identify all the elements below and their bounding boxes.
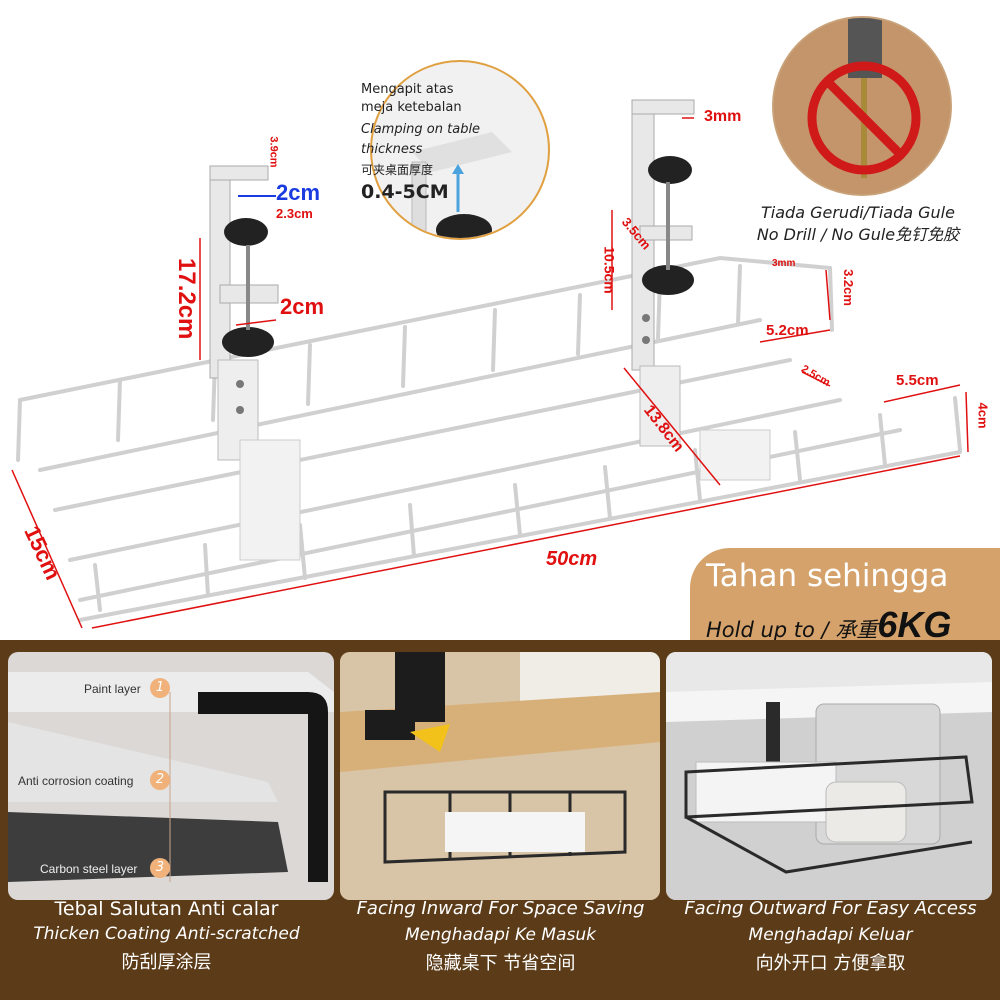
clamp-callout-line4: thickness — [361, 142, 423, 157]
caption-inward: Facing Inward For Space Saving Menghadap… — [334, 898, 667, 975]
caption-inward-zh: 隐藏桌下 节省空间 — [425, 953, 576, 974]
caption-coating-ms: Tebal Salutan Anti calar — [54, 898, 279, 920]
capacity-value: 6KG — [877, 604, 952, 645]
length-label: 50cm — [546, 548, 598, 570]
capacity-line1: Tahan sehingga — [706, 558, 949, 594]
inward-install-photo — [340, 652, 660, 900]
outward-install-photo — [666, 652, 992, 900]
clamp-callout-line3: Clamping on table — [361, 122, 481, 137]
coating-layers-panel: Paint layer 1 Anti corrosion coating 2 C… — [8, 652, 334, 900]
product-diagram-area: 17.2cm 3.9cm 2cm 2.3cm 2cm 15cm 50cm 3mm… — [11, 16, 1000, 645]
spacing-5-5-label: 5.5cm — [896, 372, 939, 389]
inward-install-illustration — [340, 652, 660, 900]
left-clamp — [209, 165, 301, 561]
clamp-jaw-blue-label: 2cm — [276, 180, 321, 205]
capacity-prefix: Hold up to / 承重 — [706, 618, 878, 642]
capacity-line2: Hold up to / 承重6KG — [706, 604, 951, 646]
clamp-callout-line1: Mengapit atas — [361, 82, 454, 97]
clamp-thickness-callout — [370, 60, 550, 240]
outward-install-illustration — [666, 652, 992, 900]
clamp-top-depth-label: 3.9cm — [267, 136, 280, 168]
clamp-jaw-small-label: 2.3cm — [276, 206, 313, 221]
paint-layer-label: Paint layer — [84, 682, 141, 696]
right-clamp-height-label: 10.5cm — [601, 246, 618, 294]
anticorrosion-label: Anti corrosion coating — [18, 774, 134, 788]
capacity-banner: Tahan sehingga Hold up to / 承重6KG — [690, 548, 1000, 646]
layer-number-1: 1 — [150, 678, 170, 698]
caption-inward-ms: Menghadapi Ke Masuk — [405, 925, 596, 945]
spacing-5-2-label: 5.2cm — [766, 322, 809, 339]
no-drill-icon — [774, 18, 950, 194]
clamp-height-label: 17.2cm — [173, 258, 200, 340]
edge-height-label: 4cm — [975, 402, 991, 429]
caption-outward: Facing Outward For Easy Access Menghadap… — [664, 898, 997, 975]
caption-outward-en: Facing Outward For Easy Access — [684, 898, 977, 919]
cable-tray-illustration — [11, 99, 969, 629]
caption-outward-ms: Menghadapi Keluar — [748, 925, 913, 945]
feature-strip: Paint layer 1 Anti corrosion coating 2 C… — [0, 640, 1000, 1000]
no-drill-caption: Tiada Gerudi/Tiada Gule No Drill / No Gu… — [738, 202, 978, 246]
caption-coating: Tebal Salutan Anti calar Thicken Coating… — [0, 898, 333, 974]
caption-coating-zh: 防刮厚涂层 — [121, 952, 212, 973]
clamp-callout-line2: meja ketebalan — [361, 100, 462, 115]
caption-inward-en: Facing Inward For Space Saving — [356, 898, 645, 919]
layer-number-2: 2 — [150, 770, 170, 790]
clamp-jaw-lower-label: 2cm — [280, 294, 325, 319]
clamp-callout-line5: 可夹桌面厚度 — [361, 163, 434, 177]
coating-layers-illustration — [8, 672, 334, 882]
no-drill-badge — [772, 16, 952, 196]
caption-coating-en: Thicken Coating Anti-scratched — [33, 924, 300, 944]
basket-gap-label: 3mm — [772, 258, 796, 269]
clamp-detail-illustration — [411, 132, 512, 238]
right-clamp — [631, 99, 771, 481]
rail-height-label: 3.2cm — [840, 269, 856, 306]
no-drill-line2: No Drill / No Gule免钉免胶 — [756, 225, 960, 244]
no-drill-line1: Tiada Gerudi/Tiada Gule — [761, 203, 955, 222]
carbon-steel-label: Carbon steel layer — [40, 862, 138, 876]
clamp-range-value: 0.4-5CM — [361, 181, 449, 203]
right-clamp-gap-label: 3mm — [704, 108, 742, 125]
layer-number-3: 3 — [150, 858, 170, 878]
caption-outward-zh: 向外开口 方便拿取 — [755, 953, 906, 974]
